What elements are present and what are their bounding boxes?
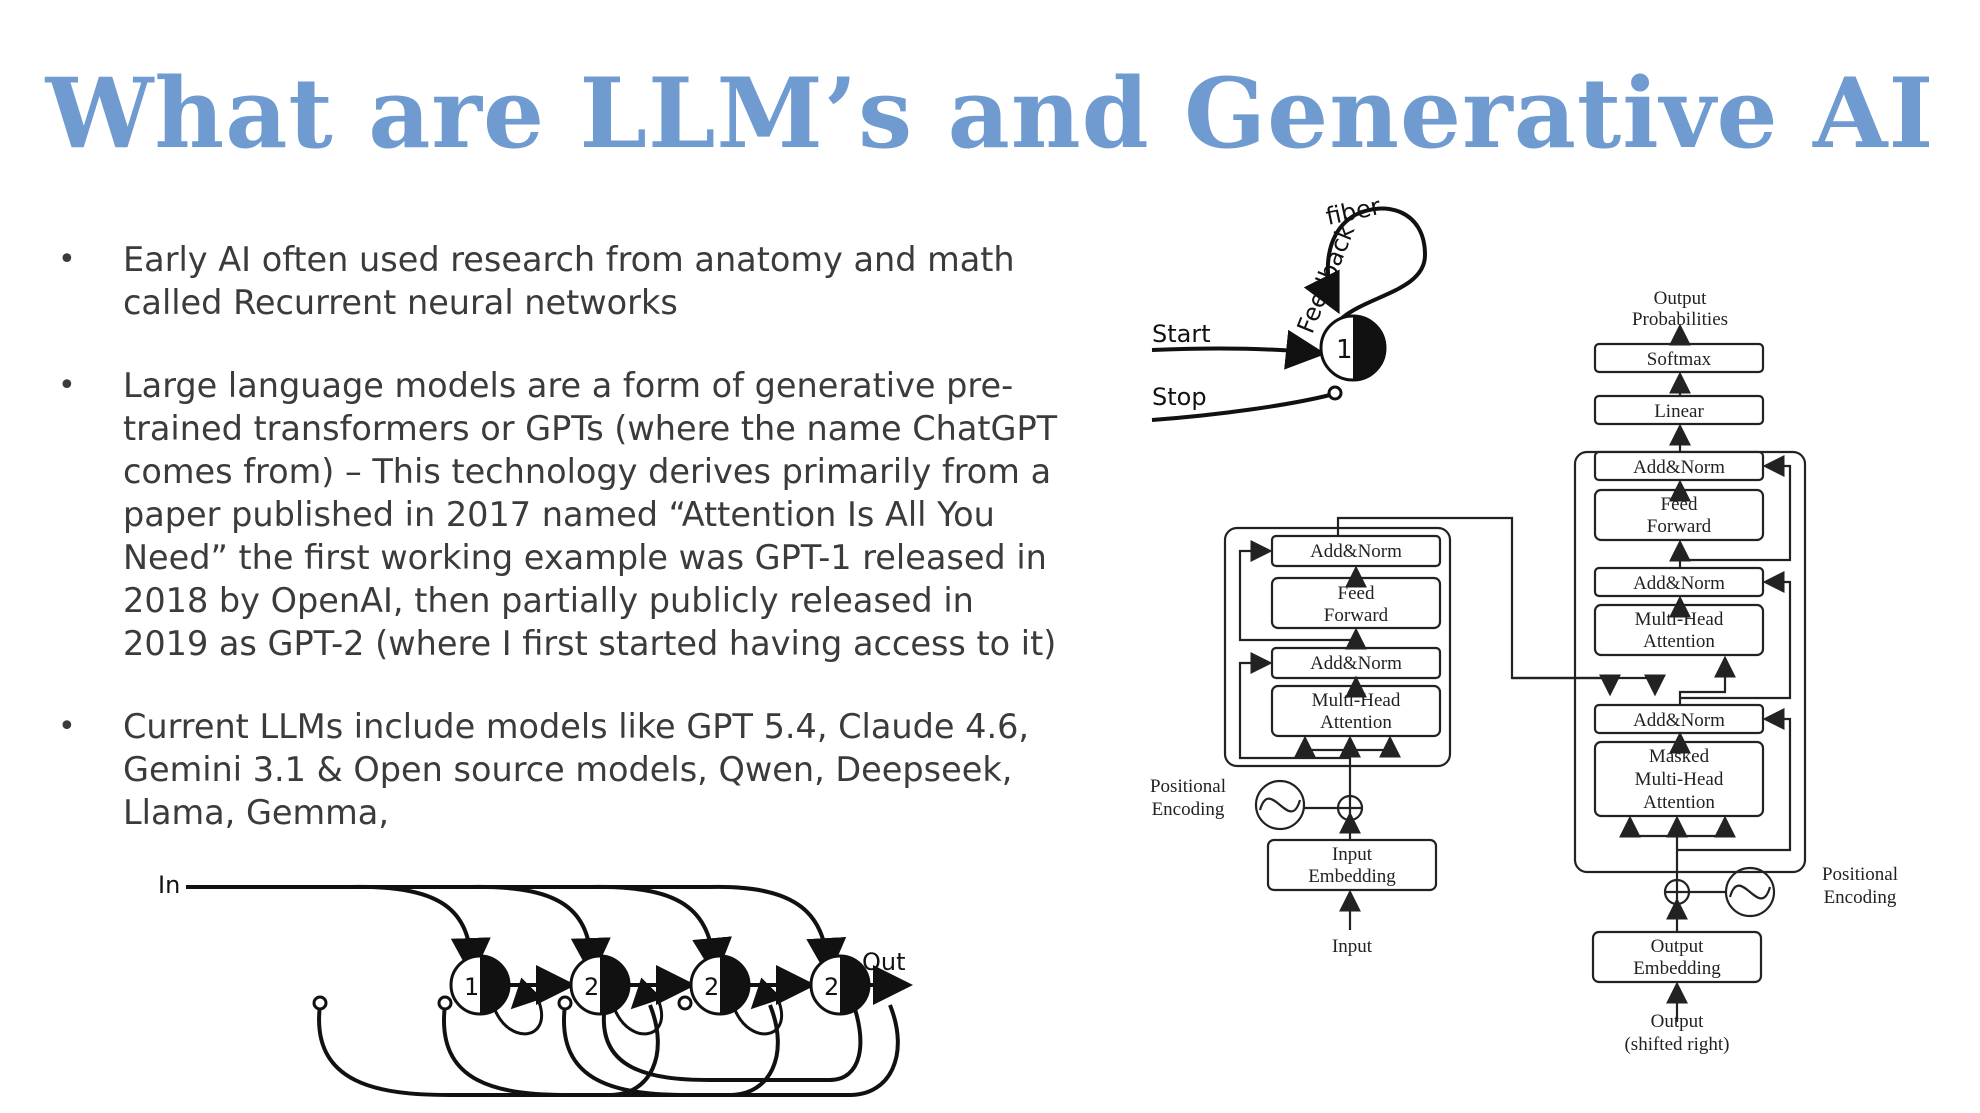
bullet-marker: • — [58, 242, 76, 277]
transformer-diagram: Add&Norm Feed Forward Add&Norm Multi-Hea… — [1150, 288, 1898, 1055]
bullet-text: Current LLMs include models like GPT 5.4… — [123, 707, 1030, 832]
dec-output-label-1: Output — [1651, 1011, 1705, 1032]
enc-posenc-label-2: Encoding — [1152, 799, 1225, 820]
encoder-to-decoder-link-2 — [1512, 674, 1621, 697]
in-label: In — [158, 871, 180, 899]
dec-residual-1 — [1677, 708, 1792, 852]
terminal-3 — [557, 995, 573, 1011]
bottom-loop-4 — [601, 994, 863, 1082]
terminal-1 — [312, 995, 328, 1011]
dec-addnorm-mid-label: Add&Norm — [1633, 573, 1725, 594]
bottom-loop-3 — [561, 1004, 900, 1097]
dec-outprob-label-1: Output — [1654, 288, 1708, 309]
chain-neuron-1: 1 — [449, 954, 511, 1016]
encoder-to-decoder-link — [1336, 516, 1666, 697]
start-line — [1151, 329, 1326, 370]
feedback-loop — [1303, 206, 1428, 320]
enc-residual-1 — [1238, 652, 1350, 760]
dec-embed-label-2: Embedding — [1633, 958, 1721, 979]
dec-linear-label: Linear — [1654, 401, 1704, 422]
input-branch-4 — [709, 884, 847, 978]
feedback-loop-2 — [613, 977, 664, 1036]
enc-mha-label-2: Attention — [1320, 712, 1392, 733]
enc-pos-encoding-symbol — [1254, 779, 1364, 831]
enc-ff-label-2: Forward — [1324, 605, 1389, 626]
input-branch-2 — [469, 884, 611, 978]
dec-arrow-pos — [1619, 815, 1679, 880]
enc-residual-2 — [1238, 540, 1356, 642]
svg-text:2: 2 — [704, 973, 719, 1001]
bullet-text: Large language models are a form of gene… — [123, 366, 1058, 663]
enc-mha-label-1: Multi-Head — [1312, 690, 1401, 711]
chain-neuron-4: 2 — [809, 954, 871, 1016]
dec-ff-label-2: Forward — [1647, 516, 1712, 537]
dec-residual-2 — [1680, 571, 1792, 700]
bullet-marker: • — [58, 368, 76, 403]
fiber-label: fiber — [1323, 195, 1383, 231]
dec-posenc-label-2: Encoding — [1824, 887, 1897, 908]
dec-embed-label-1: Output — [1651, 936, 1705, 957]
enc-embed-label-2: Embedding — [1308, 866, 1396, 887]
svg-text:2: 2 — [824, 973, 839, 1001]
dec-ff-label-1: Feed — [1661, 494, 1698, 515]
bottom-loop-2 — [441, 1004, 780, 1097]
dec-masked-label-1: Masked — [1649, 746, 1710, 767]
dec-pos-encoding-symbol — [1663, 866, 1776, 918]
input-branch-3 — [589, 884, 733, 978]
chain-neuron-3: 2 — [689, 954, 751, 1016]
dec-arrow-pos-3 — [1677, 815, 1736, 838]
dec-output-label-2: (shifted right) — [1624, 1034, 1729, 1055]
svg-text:1: 1 — [464, 973, 479, 1001]
enc-addnorm-top-label: Add&Norm — [1310, 541, 1402, 562]
rnn-chain-diagram: In Out 1 2 2 2 — [158, 871, 913, 1097]
enc-ff-label-1: Feed — [1338, 583, 1375, 604]
dec-addnorm-top-label: Add&Norm — [1633, 457, 1725, 478]
svg-text:1: 1 — [1336, 335, 1353, 365]
enc-posenc-label-1: Positional — [1150, 776, 1226, 797]
enc-addnorm-bottom-label: Add&Norm — [1310, 653, 1402, 674]
slide-title: What are LLM’s and Generative AI — [45, 57, 1935, 170]
out-label: Out — [862, 948, 906, 976]
bullet-item: • Early AI often used research from anat… — [58, 238, 1058, 324]
enc-input-label: Input — [1332, 936, 1373, 957]
dec-posenc-label-1: Positional — [1822, 864, 1898, 885]
bullet-item: • Current LLMs include models like GPT 5… — [58, 705, 1058, 834]
terminal-4 — [677, 995, 693, 1011]
stop-terminal — [1327, 385, 1343, 401]
dec-softmax-label: Softmax — [1647, 349, 1712, 370]
enc-embed-label-1: Input — [1332, 844, 1373, 865]
stop-label: Stop — [1152, 383, 1207, 411]
dec-mha-label-2: Attention — [1643, 631, 1715, 652]
bullet-text: Early AI often used research from anatom… — [123, 240, 1015, 322]
chain-neuron-2: 2 — [569, 954, 631, 1016]
bullet-list: • Early AI often used research from anat… — [58, 238, 1058, 874]
svg-text:2: 2 — [584, 973, 599, 1001]
enc-arrow-pos-3 — [1350, 735, 1401, 758]
dec-masked-label-2: Multi-Head — [1635, 769, 1724, 790]
dec-outprob-label-2: Probabilities — [1632, 309, 1728, 330]
dec-masked-label-3: Attention — [1643, 792, 1715, 813]
terminal-2 — [437, 995, 453, 1011]
dec-mha-label-1: Multi-Head — [1635, 609, 1724, 630]
feedback-loop-1 — [493, 977, 544, 1036]
bullet-marker: • — [58, 709, 76, 744]
input-branch-1 — [349, 884, 491, 978]
dec-residual-3 — [1680, 455, 1792, 562]
bullet-item: • Large language models are a form of ge… — [58, 364, 1058, 665]
stop-line — [1151, 393, 1331, 422]
bottom-loop-1 — [317, 1004, 660, 1097]
neuron-1: 1 — [1319, 314, 1387, 382]
rnn-feedback-diagram: Feedback fiber Start Stop 1 — [1151, 195, 1428, 422]
feedback-loop-3 — [733, 977, 784, 1036]
start-label: Start — [1152, 320, 1211, 348]
enc-arrow-pos — [1294, 735, 1352, 800]
dec-addnorm-bottom-label: Add&Norm — [1633, 710, 1725, 731]
